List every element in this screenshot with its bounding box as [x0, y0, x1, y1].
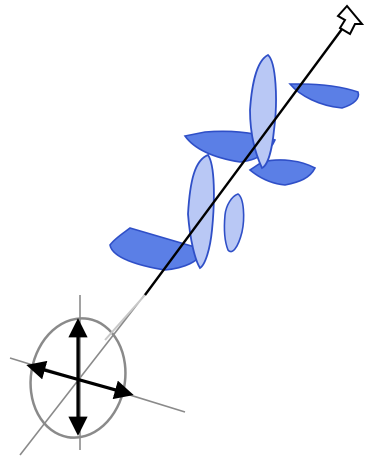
propagation-axis	[145, 25, 345, 295]
propagation-arrow-icon	[338, 6, 362, 34]
propagation-line-faint	[105, 295, 145, 340]
vertical-wave	[188, 55, 276, 268]
